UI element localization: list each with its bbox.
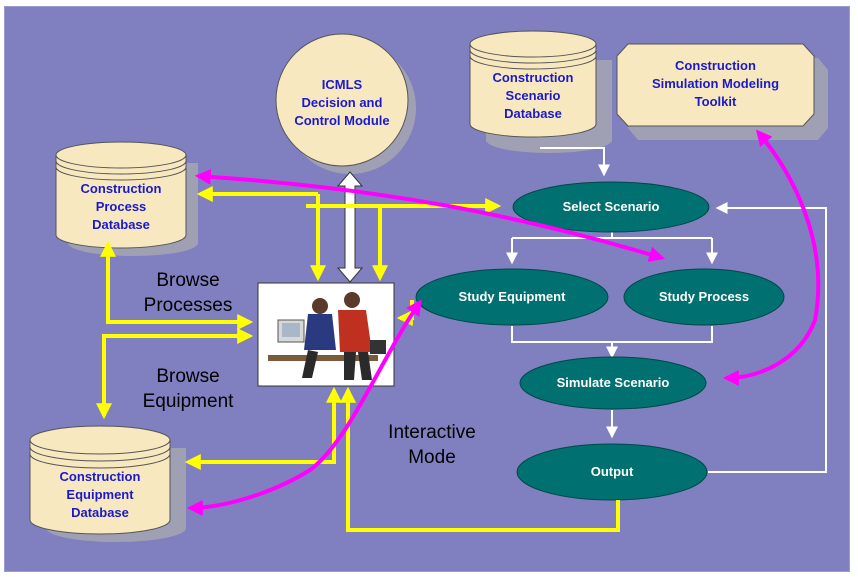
people-at-computer-icon — [257, 282, 395, 387]
flow-study-merge — [511, 326, 713, 343]
magenta-process-db-to-study-process — [194, 168, 666, 262]
output-label: Output — [590, 464, 634, 479]
study-equipment-label: Study Equipment — [458, 289, 566, 304]
flow-scenario-db-to-select — [540, 147, 610, 177]
output-node — [516, 443, 708, 501]
study-process-label: Study Process — [658, 289, 750, 304]
toolkit-label: Construction Simulation Modeling Toolkit — [651, 58, 780, 109]
study-equipment-node — [415, 268, 609, 326]
scenario-db-node — [469, 30, 612, 153]
browse-equipment-label: Browse Equipment — [142, 366, 234, 412]
interactive-mode-label: Interactive Mode — [388, 422, 476, 468]
equipment-db-node — [29, 425, 186, 542]
equipment-db-label: Construction Equipment Database — [59, 469, 141, 520]
select-scenario-label: Select Scenario — [562, 199, 660, 214]
magenta-links — [186, 129, 821, 516]
icmls-label: ICMLS Decision and Control Module — [294, 77, 390, 128]
simulate-scenario-node — [519, 356, 707, 410]
scenario-db-label: Construction Scenario Database — [492, 70, 574, 121]
magenta-study-equipment-to-equipment-db — [186, 299, 422, 516]
process-db-label: Construction Process Database — [80, 181, 162, 232]
magenta-toolkit-to-simulate — [722, 129, 821, 386]
flow-output-loop — [708, 202, 827, 473]
browse-processes-label: Browse Processes — [143, 270, 233, 316]
simulate-scenario-label: Simulate Scenario — [556, 375, 670, 390]
toolkit-node — [616, 43, 828, 140]
icmls-node — [275, 33, 416, 174]
process-db-node — [55, 141, 198, 256]
